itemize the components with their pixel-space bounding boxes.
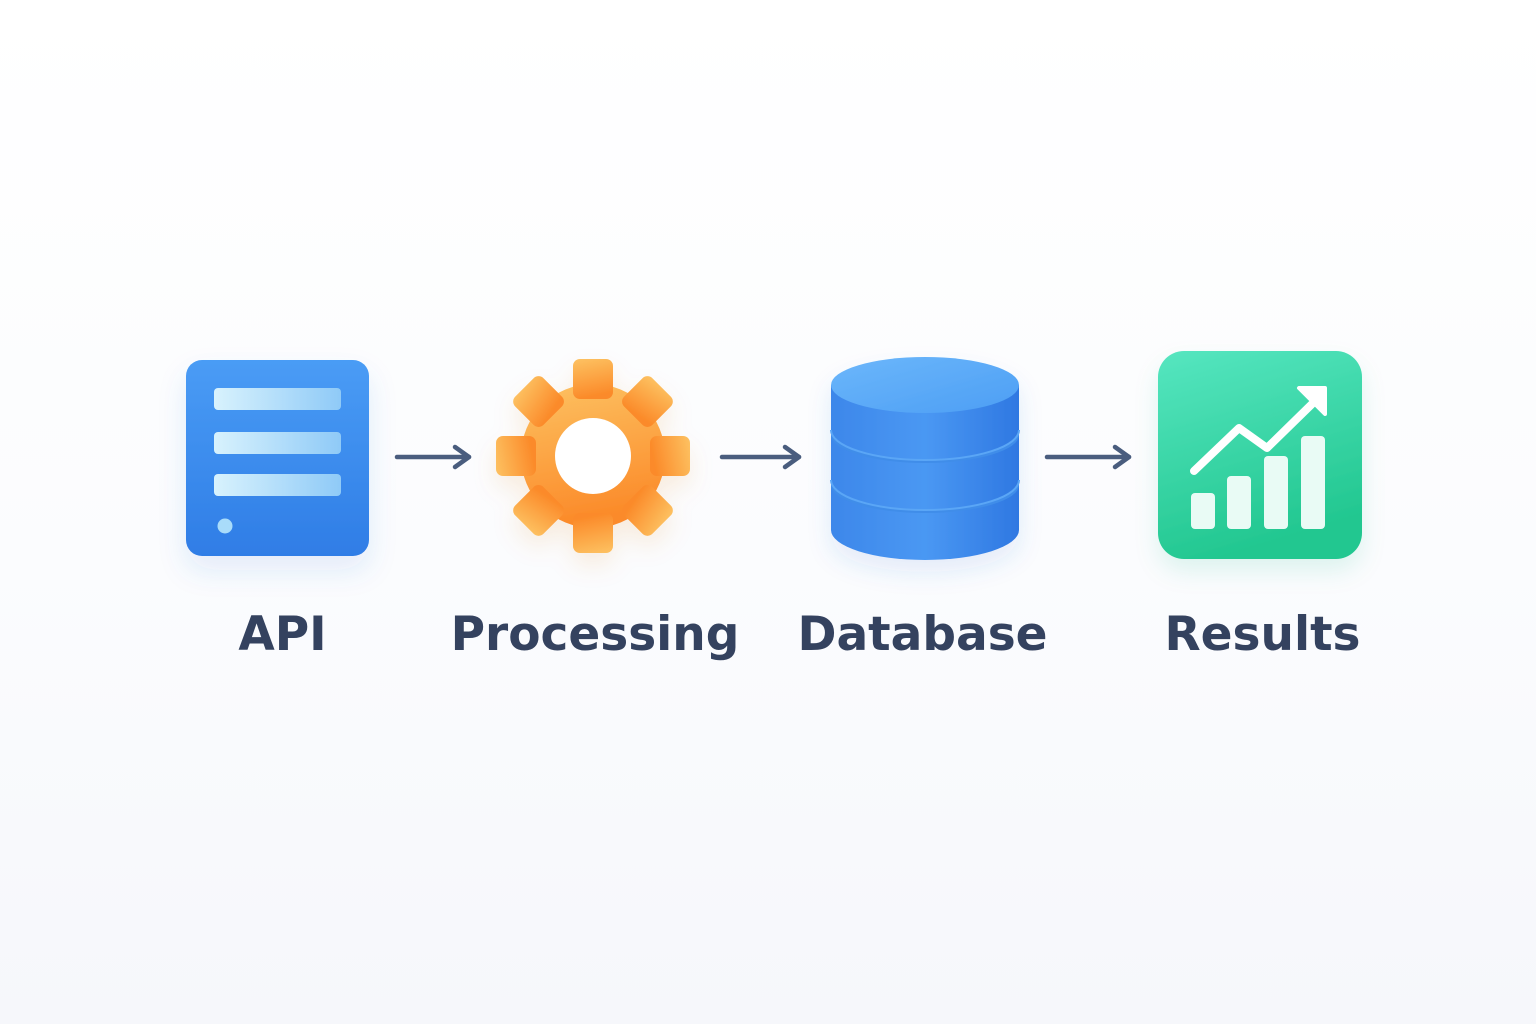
results-node-icon: [1142, 336, 1377, 576]
node-label-api: API: [238, 607, 327, 662]
processing-node-icon: [480, 340, 705, 570]
growth-chart-icon: [1158, 351, 1362, 559]
gear-icon: [496, 359, 690, 553]
flow-arrow: [719, 441, 805, 473]
api-node-icon: [170, 345, 385, 575]
node-label-results: Results: [1164, 607, 1361, 662]
arrow-right-icon: [394, 444, 472, 470]
server-list-icon: [186, 360, 369, 556]
node-label-database: Database: [797, 607, 1048, 662]
arrow-right-icon: [1044, 444, 1132, 470]
flow-arrow: [1044, 441, 1135, 473]
node-label-processing: Processing: [450, 607, 740, 662]
database-node-icon: [815, 340, 1035, 580]
arrow-right-icon: [719, 444, 802, 470]
flow-arrow: [394, 441, 475, 473]
database-icon: [830, 357, 1020, 560]
